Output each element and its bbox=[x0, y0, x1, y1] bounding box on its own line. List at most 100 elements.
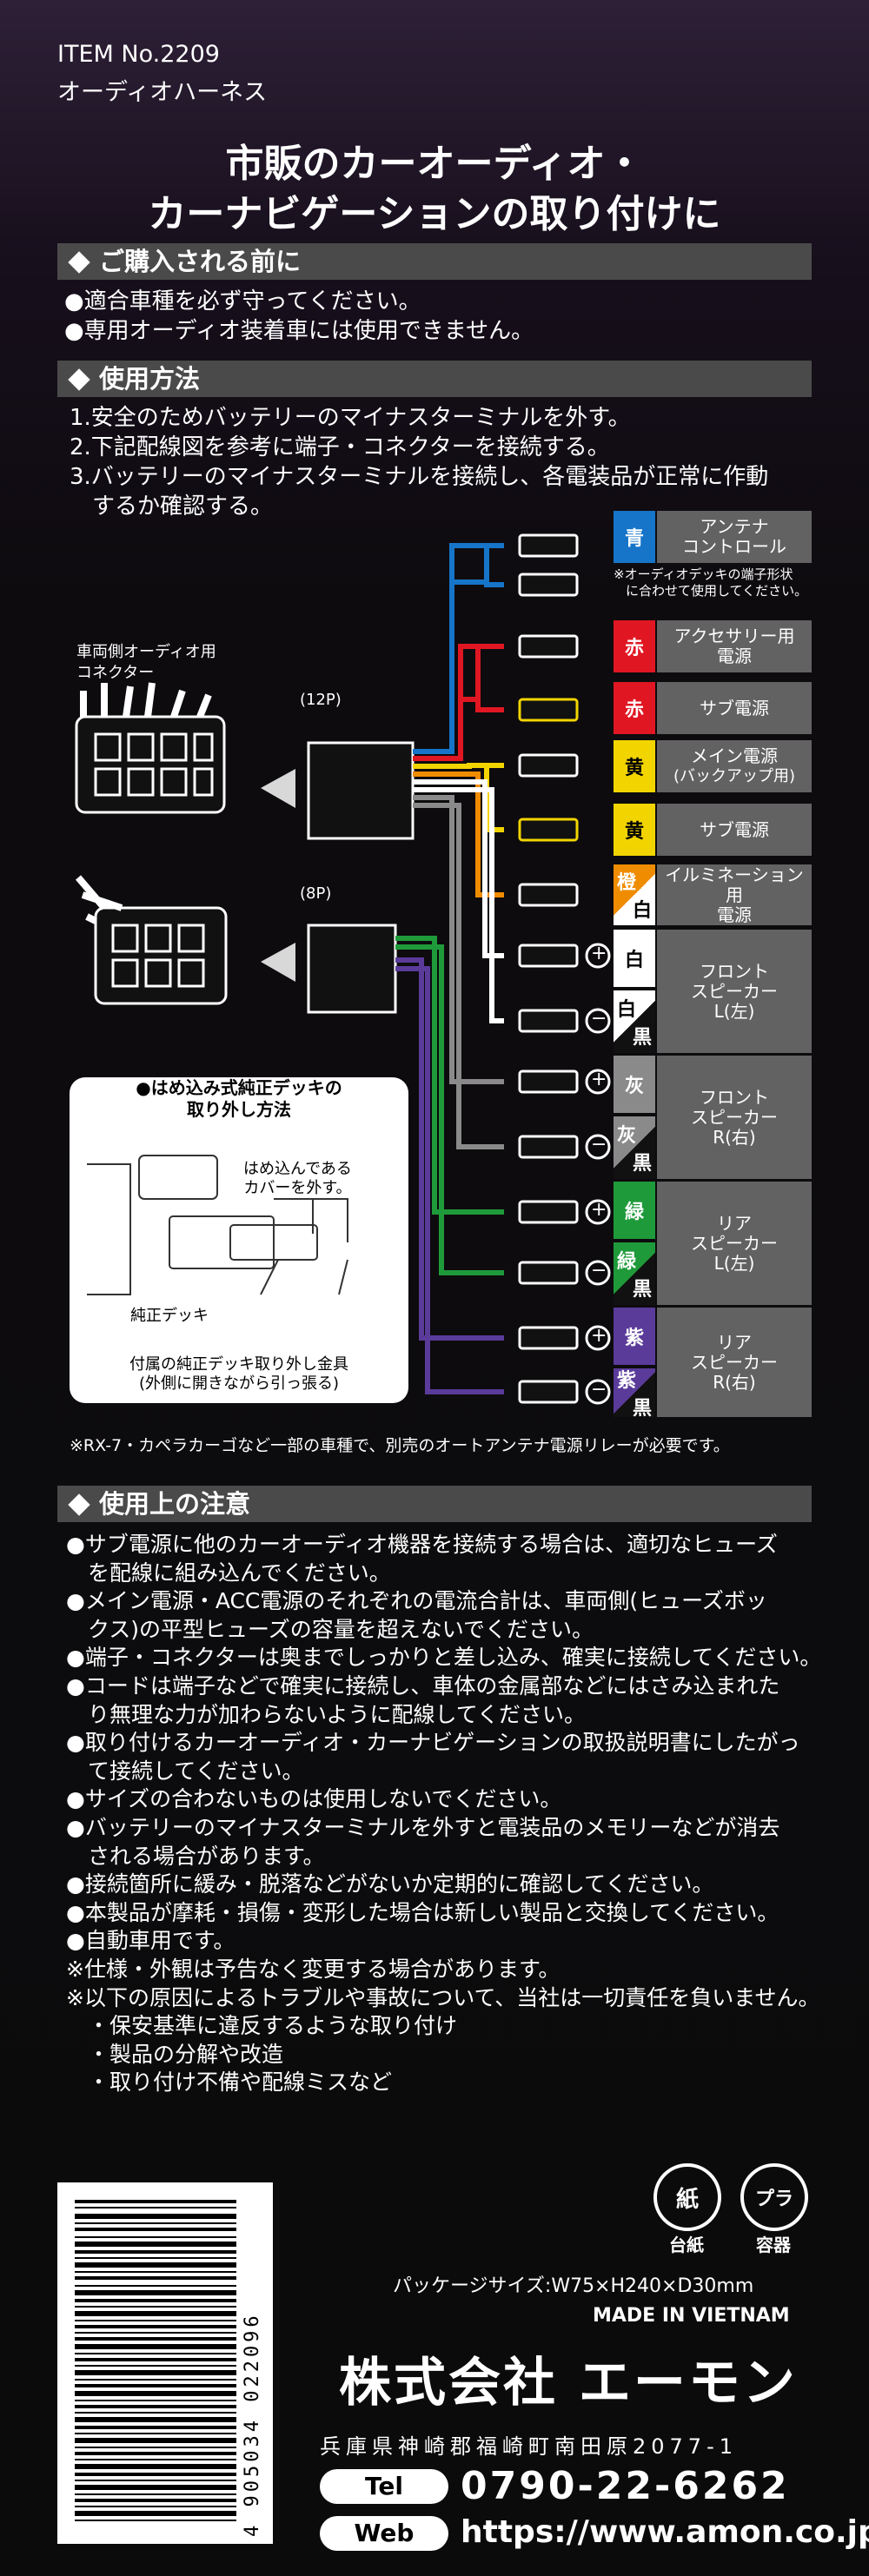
diamond-icon bbox=[68, 250, 90, 274]
section-title: 使用方法 bbox=[99, 364, 201, 394]
plus-sign: + bbox=[591, 943, 607, 964]
tag-stripe: 黒 bbox=[632, 1398, 652, 1420]
label-line: スピーカー bbox=[691, 1232, 778, 1254]
web-label: Web bbox=[320, 2516, 448, 2551]
barcode-number: 4 905034 022096 bbox=[242, 2312, 263, 2537]
wire-tag-red: 赤 bbox=[614, 682, 655, 734]
plus-sign: + bbox=[591, 1199, 607, 1221]
antenna-note-line1: ※オーディオデッキの端子形状 bbox=[614, 566, 793, 582]
caution-line: ・取り付け不備や配線ミスなど bbox=[66, 2069, 393, 2096]
tel-number[interactable]: 0790-22-6262 bbox=[461, 2464, 790, 2508]
tag-main: 紫 bbox=[616, 1370, 636, 1392]
section-cautions-header: 使用上の注意 bbox=[57, 1486, 812, 1522]
label-line: L(左) bbox=[713, 1252, 755, 1274]
caution-line: ●メイン電源・ACC電源のそれぞれの電流合計は、車両側(ヒューズボッ bbox=[66, 1588, 767, 1614]
cautions-list: ●サブ電源に他のカーオーディオ機器を接続する場合は、適切なヒューズ を配線に組み… bbox=[66, 1531, 821, 2097]
label-illumination: イルミネーション用電源 bbox=[657, 864, 812, 925]
wire-tag-yellow: 黄 bbox=[614, 740, 655, 792]
caution-line: ●接続箇所に緩み・脱落などがないか定期的に確認してください。 bbox=[66, 1871, 714, 1897]
before-purchase-item: ●適合車種を必ず守ってください。 bbox=[64, 288, 421, 315]
label-line: スピーカー bbox=[691, 1351, 778, 1373]
label-line: フロント bbox=[700, 1086, 769, 1108]
caution-line: て接続してください。 bbox=[66, 1758, 304, 1784]
made-in: MADE IN VIETNAM bbox=[593, 2305, 790, 2327]
label-line: アクセサリー用 bbox=[673, 626, 795, 646]
section-title: ご購入される前に bbox=[99, 247, 302, 276]
terminals bbox=[518, 533, 579, 1404]
tel-label: Tel bbox=[320, 2469, 448, 2504]
label-line: 電源 bbox=[717, 904, 752, 925]
caution-line: ●サブ電源に他のカーオーディオ機器を接続する場合は、適切なヒューズ bbox=[66, 1532, 778, 1557]
removal-cover-note: はめ込んである カバーを外す。 bbox=[243, 1160, 352, 1198]
usage-step: 1.安全のためバッテリーのマイナスターミナルを外す。 bbox=[70, 405, 631, 431]
label-line: L(左) bbox=[713, 1000, 755, 1022]
wiring-diagram: 車両側オーディオ用 コネクター (12P) (8P) ●はめ込み式純正デッキの … bbox=[0, 511, 869, 1468]
wire-tag-white-black: 白黒 bbox=[614, 990, 655, 1053]
tag-main: 灰 bbox=[616, 1125, 636, 1147]
headline-line1: 市販のカーオーディオ・ bbox=[225, 142, 644, 186]
tag-main: 白 bbox=[616, 999, 636, 1021]
label-line: アンテナ bbox=[700, 516, 769, 537]
minus-sign: − bbox=[591, 1379, 607, 1401]
label-line: サブ電源 bbox=[700, 818, 769, 840]
recycle-paper-icon: 紙 bbox=[653, 2163, 721, 2231]
tag-main: 橙 bbox=[616, 872, 636, 894]
label-antenna: アンテナコントロール bbox=[657, 511, 812, 563]
company-name: 株式会社 エーモン bbox=[339, 2353, 798, 2414]
removal-tool-note: 付属の純正デッキ取り外し金具 (外側に開きながら引っ張る) bbox=[70, 1355, 408, 1394]
wire-tag-gray: 灰 bbox=[614, 1056, 655, 1113]
barcode-bars bbox=[75, 2200, 236, 2521]
label-line: コントロール bbox=[682, 536, 786, 557]
label-line: イルミネーション用 bbox=[665, 864, 804, 905]
label-line: R(右) bbox=[713, 1371, 756, 1393]
item-number: ITEM No.2209 bbox=[57, 41, 220, 68]
section-title: 使用上の注意 bbox=[99, 1489, 251, 1519]
removal-box bbox=[70, 1077, 408, 1403]
recycle-plastic-icon: プラ bbox=[740, 2163, 808, 2231]
wire-tag-white: 白 bbox=[614, 930, 655, 987]
arrow-left-12p bbox=[261, 769, 295, 808]
item-name: オーディオハーネス bbox=[57, 79, 268, 106]
removal-cover-line1: はめ込んである bbox=[243, 1160, 352, 1178]
caution-line: ●バッテリーのマイナスターミナルを外すと電装品のメモリーなどが消去 bbox=[66, 1814, 780, 1840]
vehicle-connector-label-line1: 車両側オーディオ用 bbox=[76, 643, 216, 661]
label-line: サブ電源 bbox=[700, 697, 769, 718]
tag-main: 緑 bbox=[616, 1251, 636, 1273]
diamond-icon bbox=[68, 1493, 90, 1516]
minus-sign: − bbox=[591, 1008, 607, 1030]
wires bbox=[395, 543, 504, 1394]
plus-sign: + bbox=[591, 1325, 607, 1347]
removal-title: ●はめ込み式純正デッキの 取り外し方法 bbox=[70, 1077, 408, 1121]
vehicle-connector-12p-drawing bbox=[75, 682, 226, 814]
wire-tag-gray-black: 灰黒 bbox=[614, 1116, 655, 1179]
wire-tag-blue: 青 bbox=[614, 511, 655, 563]
wire-tag-yellow: 黄 bbox=[614, 804, 655, 856]
wire-tag-purple: 紫 bbox=[614, 1308, 655, 1365]
harness-connector-12p bbox=[307, 741, 415, 840]
removal-title-line1: ●はめ込み式純正デッキの bbox=[136, 1077, 342, 1098]
caution-line: を配線に組み込んでください。 bbox=[66, 1560, 391, 1586]
barcode: 4 905034 022096 bbox=[57, 2182, 273, 2544]
label-main-power: メイン電源(バックアップ用) bbox=[657, 740, 812, 792]
label-line: スピーカー bbox=[691, 1106, 778, 1128]
section-before-purchase-header: ご購入される前に bbox=[57, 243, 812, 280]
caution-line: される場合があります。 bbox=[66, 1843, 325, 1869]
usage-step: するか確認する。 bbox=[70, 493, 274, 520]
removal-tool-line2: (外側に開きながら引っ張る) bbox=[138, 1374, 340, 1393]
label-sub-power-2: サブ電源 bbox=[657, 804, 812, 856]
label-line: スピーカー bbox=[691, 980, 778, 1002]
label-line: フロント bbox=[700, 960, 769, 982]
caution-line: り無理な力が加わらないように配線してください。 bbox=[66, 1701, 587, 1727]
caution-line: ●サイズの合わないものは使用しないでください。 bbox=[66, 1786, 562, 1812]
label-line: メイン電源 bbox=[691, 745, 778, 766]
recycle-plastic-label: 容器 bbox=[756, 2235, 791, 2255]
caution-line: ・保安基準に違反するような取り付け bbox=[66, 2013, 458, 2039]
web-url[interactable]: https://www.amon.co.jp bbox=[461, 2514, 869, 2550]
wire-tag-purple-black: 紫黒 bbox=[614, 1368, 655, 1420]
vehicle-connector-8p-drawing bbox=[75, 875, 228, 1005]
usage-step: 3.バッテリーのマイナスターミナルを接続し、各電装品が正常に作動 bbox=[70, 464, 769, 490]
wire-tag-orange-white: 橙白 bbox=[614, 864, 655, 925]
caution-line: クス)の平型ヒューズの容量を超えないでください。 bbox=[66, 1616, 594, 1642]
